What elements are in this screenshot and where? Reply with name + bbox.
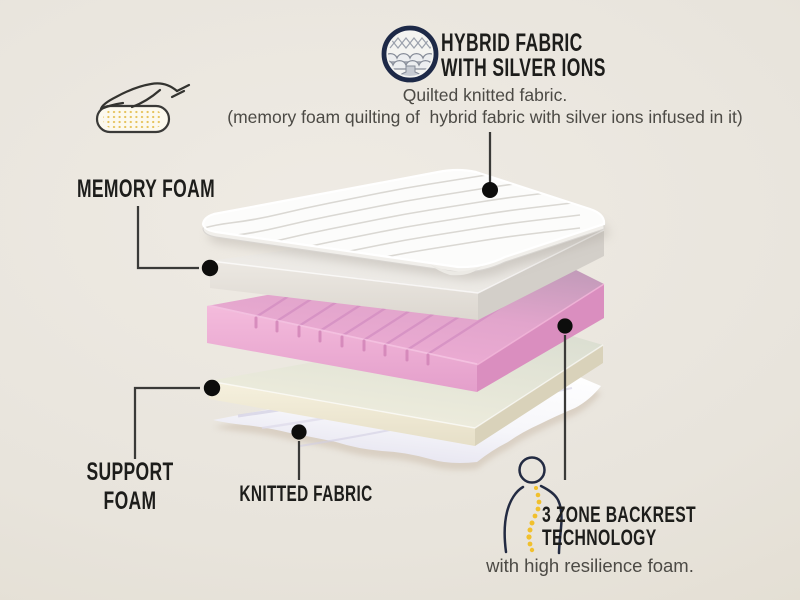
hybrid-fabric-heading: HYBRID FABRIC WITH SILVER IONS (441, 31, 606, 81)
memory-foam-connector-line (136, 206, 199, 270)
backrest-subtitle: with high resilience foam. (486, 555, 694, 576)
support-foam-label: SUPPORT FOAM (86, 458, 174, 515)
backrest-connector-dot (557, 318, 573, 334)
memory-foam-label: MEMORY FOAM (76, 175, 216, 203)
quilted-topper-layer (201, 168, 610, 280)
backrest-heading-line1: 3 ZONE BACKREST (542, 502, 697, 527)
hybrid-connector-dot (482, 182, 498, 198)
memory-foam-hand-icon (95, 82, 191, 134)
backrest-heading-line2: TECHNOLOGY (542, 525, 657, 550)
knitted-fabric-connector-dot (291, 424, 307, 440)
hybrid-fabric-heading-line1: HYBRID FABRIC (441, 29, 583, 57)
hybrid-fabric-subtitle: Quilted knitted fabric. (memory foam qui… (185, 85, 785, 128)
hybrid-fabric-icon (381, 25, 439, 83)
support-foam-connector-dot (203, 379, 221, 397)
spine-dots (526, 486, 542, 553)
support-foam-connector-line (133, 386, 200, 459)
hybrid-fabric-heading-line2: WITH SILVER IONS (441, 54, 606, 82)
memory-foam-connector-dot (201, 259, 219, 277)
subtitle-line2: (memory foam quilting of hybrid fabric w… (227, 106, 743, 127)
backrest-body-icon (503, 456, 563, 555)
backrest-heading: 3 ZONE BACKREST TECHNOLOGY (542, 503, 696, 549)
subtitle-line1: Quilted knitted fabric. (402, 85, 568, 105)
knitted-fabric-label: KNITTED FABRIC (239, 481, 373, 506)
